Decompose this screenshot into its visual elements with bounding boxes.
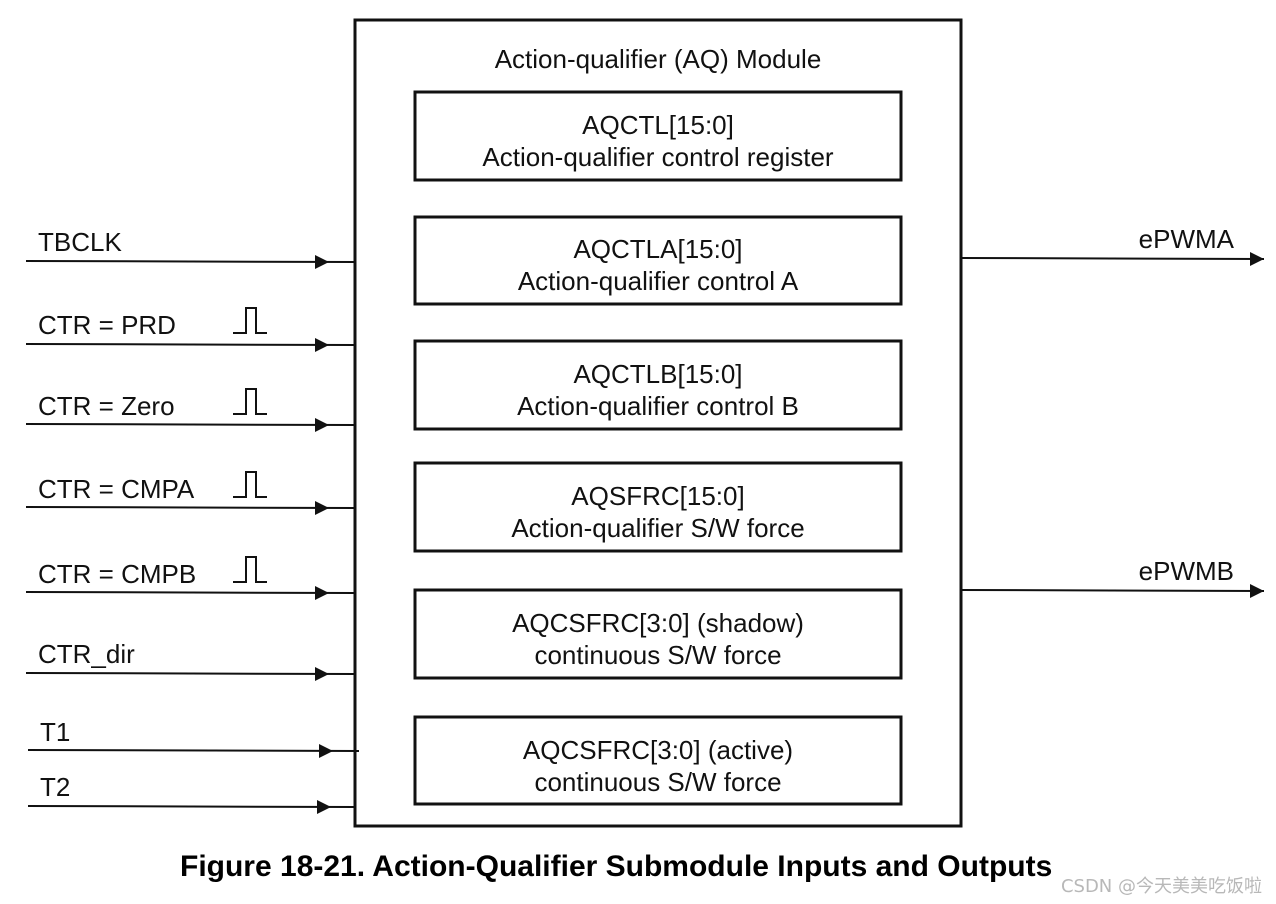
register-name: AQCTLB[15:0] (573, 359, 742, 389)
input-label: CTR = CMPB (38, 559, 196, 589)
input-signal-ctr-prd: CTR = PRD (25, 307, 356, 352)
register-description: Action-qualifier control register (482, 142, 833, 172)
input-line (25, 260, 356, 263)
figure-caption: Figure 18-21. Action-Qualifier Submodule… (180, 850, 1053, 883)
input-signal-tbclk: TBCLK (25, 227, 356, 269)
input-signal-t2: T2 (27, 772, 356, 814)
arrow-head-icon (319, 744, 333, 758)
arrow-head-icon (315, 338, 329, 352)
input-signal-ctr-zero: CTR = Zero (25, 388, 356, 432)
input-signal-ctr-dir: CTR_dir (25, 639, 356, 681)
input-label: CTR = CMPA (38, 474, 195, 504)
input-line (27, 805, 356, 808)
output-signal-epwma: ePWMA (960, 224, 1265, 266)
register-name: AQCSFRC[3:0] (active) (523, 735, 793, 765)
output-line (960, 257, 1265, 260)
input-signal-ctr-cmpb: CTR = CMPB (25, 556, 356, 600)
pulse-icon (233, 388, 267, 415)
input-label: T2 (40, 772, 70, 802)
output-line (960, 589, 1265, 592)
input-signal-t1: T1 (27, 717, 360, 758)
register-name: AQCTLA[15:0] (573, 234, 742, 264)
arrow-head-icon (315, 501, 329, 515)
arrow-head-icon (315, 255, 329, 269)
input-line (27, 749, 360, 752)
watermark: CSDN @今天美美吃饭啦 (1060, 876, 1262, 897)
pulse-icon (233, 556, 267, 583)
module-title: Action-qualifier (AQ) Module (495, 44, 822, 74)
input-label: T1 (40, 717, 70, 747)
input-label: TBCLK (38, 227, 122, 257)
register-box-aqsfrc: AQSFRC[15:0] Action-qualifier S/W force (413, 461, 903, 553)
output-label: ePWMA (1139, 224, 1235, 254)
register-description: Action-qualifier control B (517, 391, 799, 421)
input-line (25, 591, 356, 594)
aq-module-box (353, 18, 963, 828)
input-line (25, 343, 356, 346)
register-name: AQCTL[15:0] (582, 110, 734, 140)
input-label: CTR = Zero (38, 391, 175, 421)
output-label: ePWMB (1139, 556, 1234, 586)
arrow-head-icon (315, 418, 329, 432)
arrow-head-icon (1250, 252, 1264, 266)
arrow-head-icon (317, 800, 331, 814)
input-label: CTR_dir (38, 639, 135, 669)
register-description: Action-qualifier S/W force (511, 513, 804, 543)
input-line (25, 506, 356, 509)
output-signal-epwmb: ePWMB (960, 556, 1265, 598)
arrow-head-icon (315, 667, 329, 681)
arrow-head-icon (315, 586, 329, 600)
register-description: continuous S/W force (534, 640, 781, 670)
register-box-aqctla: AQCTLA[15:0] Action-qualifier control A (413, 215, 903, 306)
register-box-aqctlb: AQCTLB[15:0] Action-qualifier control B (413, 339, 903, 431)
register-name: AQSFRC[15:0] (571, 481, 744, 511)
input-label: CTR = PRD (38, 310, 176, 340)
register-box-aqctl: AQCTL[15:0] Action-qualifier control reg… (413, 90, 903, 182)
register-description: Action-qualifier control A (518, 266, 799, 296)
pulse-icon (233, 471, 267, 498)
pulse-icon (233, 307, 267, 334)
arrow-head-icon (1250, 584, 1264, 598)
input-signal-ctr-cmpa: CTR = CMPA (25, 471, 356, 515)
input-line (25, 423, 356, 426)
input-line (25, 672, 356, 675)
register-description: continuous S/W force (534, 767, 781, 797)
register-name: AQCSFRC[3:0] (shadow) (512, 608, 804, 638)
register-box-aqcsfrc-shadow: AQCSFRC[3:0] (shadow) continuous S/W for… (413, 588, 903, 680)
register-box-aqcsfrc-active: AQCSFRC[3:0] (active) continuous S/W for… (413, 715, 903, 806)
